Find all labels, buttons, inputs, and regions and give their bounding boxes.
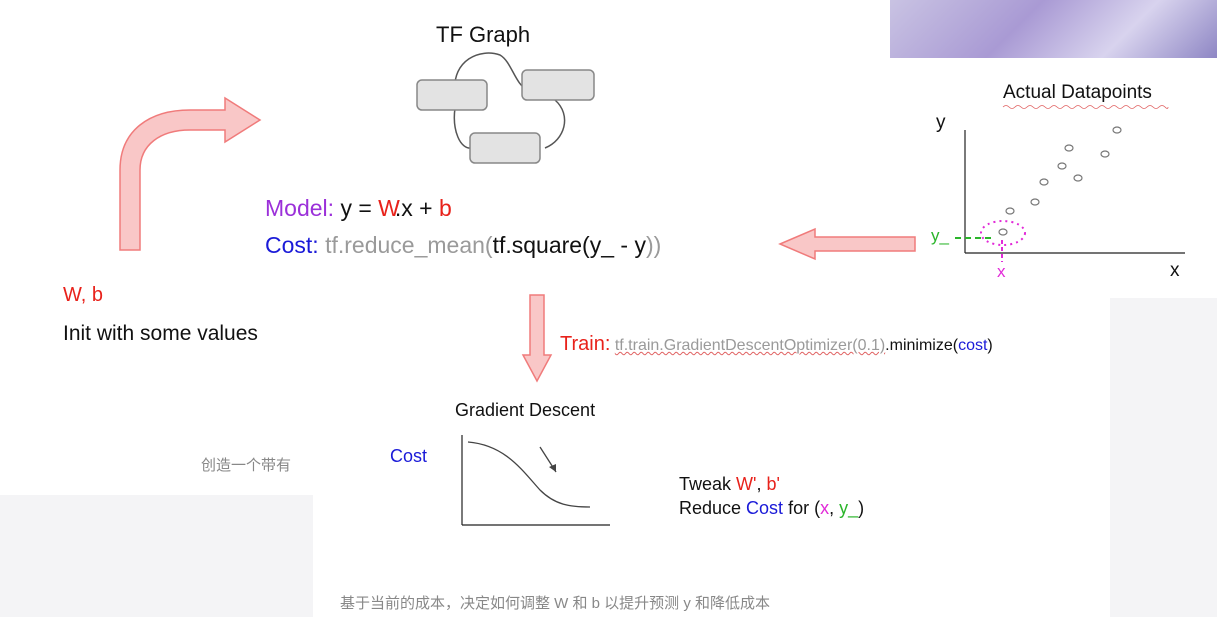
- tweak-line-2: Reduce Cost for (x, y_): [679, 498, 864, 519]
- caption-bottom: 基于当前的成本，决定如何调整 W 和 b 以提升预测 y 和降低成本: [340, 592, 770, 613]
- caption-top-partial: 创造一个带有: [201, 454, 291, 475]
- tweak-line-1: Tweak W', b': [679, 474, 780, 495]
